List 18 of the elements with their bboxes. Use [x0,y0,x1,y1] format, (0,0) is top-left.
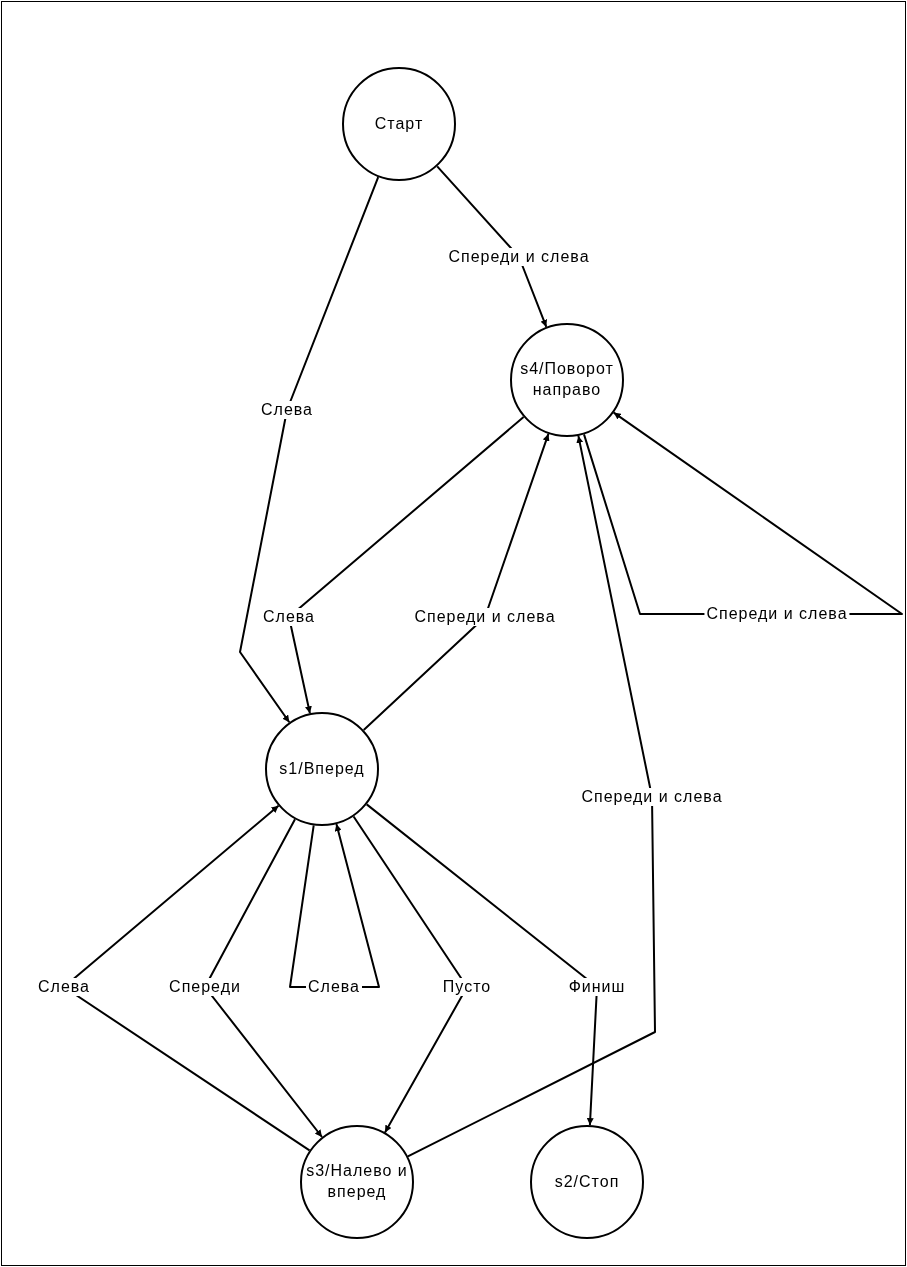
state-label: s3/Налево и вперед [305,1161,409,1202]
arrow [288,416,525,715]
arrow [365,803,598,1127]
state-label: s4/Поворот направо [519,359,615,400]
arrow [436,165,548,328]
edge-label: Спереди и слева [704,605,850,623]
arrow [362,432,550,732]
edge-label: Слева [259,401,315,419]
edge-label: Слева [36,978,92,996]
edge-label: Слева [261,608,317,626]
state-label: s2/Стоп [554,1171,620,1192]
state-label: s1/Вперед [279,758,365,779]
edge-label: Спереди и слева [579,788,725,806]
state-label: Старт [374,113,424,134]
arrow [406,434,656,1158]
arrow [239,176,380,724]
edge-label: Спереди и слева [412,608,558,626]
edge-label: Спереди и слева [446,248,592,266]
